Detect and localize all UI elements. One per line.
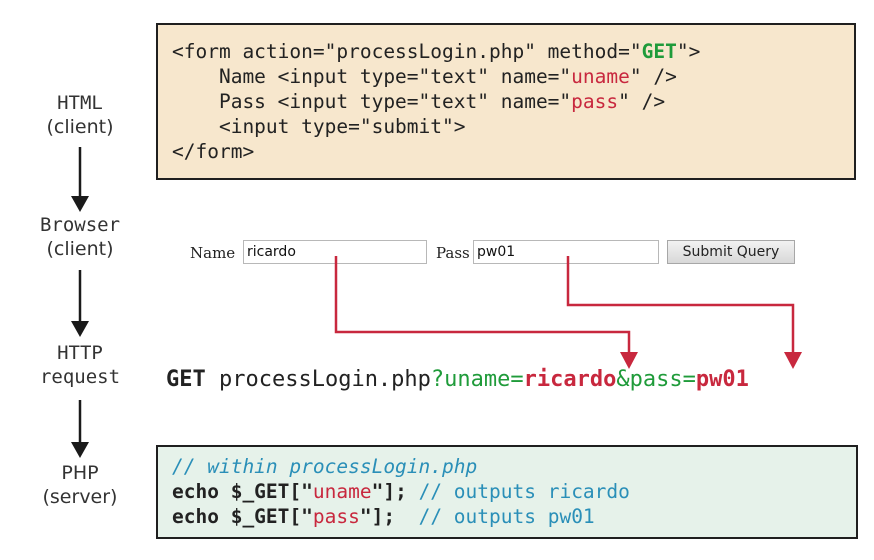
name-field-label: Name [190,244,236,262]
http-label-sub: request [39,365,121,388]
html-code-line-5: </form> [172,140,255,163]
name-input[interactable]: ricardo [243,240,427,264]
pass-mapping-arrow [566,256,802,369]
html-label-title: HTML [57,92,103,114]
step-label-browser: Browser (client) [20,214,140,262]
http-path: processLogin.php [205,367,431,392]
submit-query-button[interactable]: Submit Query [667,240,795,264]
php-code-line-2: echo $_GET["uname"]; // outputs ricardo [172,480,630,503]
pass-field-label: Pass [436,244,470,262]
html-code-line-3: Pass <input type="text" name="pass" /> [172,90,666,113]
html-code-box: <form action="processLogin.php" method="… [156,23,856,180]
php-code-comment: // within processLogin.php [172,455,478,478]
uname-mapping-arrow [334,256,638,369]
php-code-line-3: echo $_GET["pass"]; // outputs pw01 [172,505,595,528]
html-code-line-2: Name <input type="text" name="uname" /> [172,65,677,88]
flow-arrow-1 [71,147,89,212]
http-query-uname-value: ricardo [523,367,617,392]
http-request-line: GET processLogin.php?uname=ricardo&pass=… [166,367,749,392]
pass-input[interactable]: pw01 [473,240,659,264]
http-label-title: HTTP [57,342,103,364]
html-code-line-4: <input type="submit"> [172,115,466,138]
html-label-sub: (client) [46,115,114,138]
http-query-pass-value: pw01 [695,367,749,392]
http-method: GET [166,367,206,392]
php-code-box: // within processLogin.php echo $_GET["u… [156,445,858,539]
step-label-http: HTTP request [20,342,140,390]
http-query-pass-key: &pass= [616,367,696,392]
php-label-sub: (server) [42,485,118,508]
step-label-html: HTML (client) [20,92,140,140]
html-code-line-1: <form action="processLogin.php" method="… [172,40,701,63]
flow-arrow-2 [71,270,89,337]
php-label-title: PHP [61,462,99,484]
browser-label-sub: (client) [46,237,114,260]
browser-label-title: Browser [39,214,121,236]
http-query-uname-key: ?uname= [430,367,524,392]
flow-arrow-3 [71,400,89,458]
step-label-php: PHP (server) [20,462,140,510]
